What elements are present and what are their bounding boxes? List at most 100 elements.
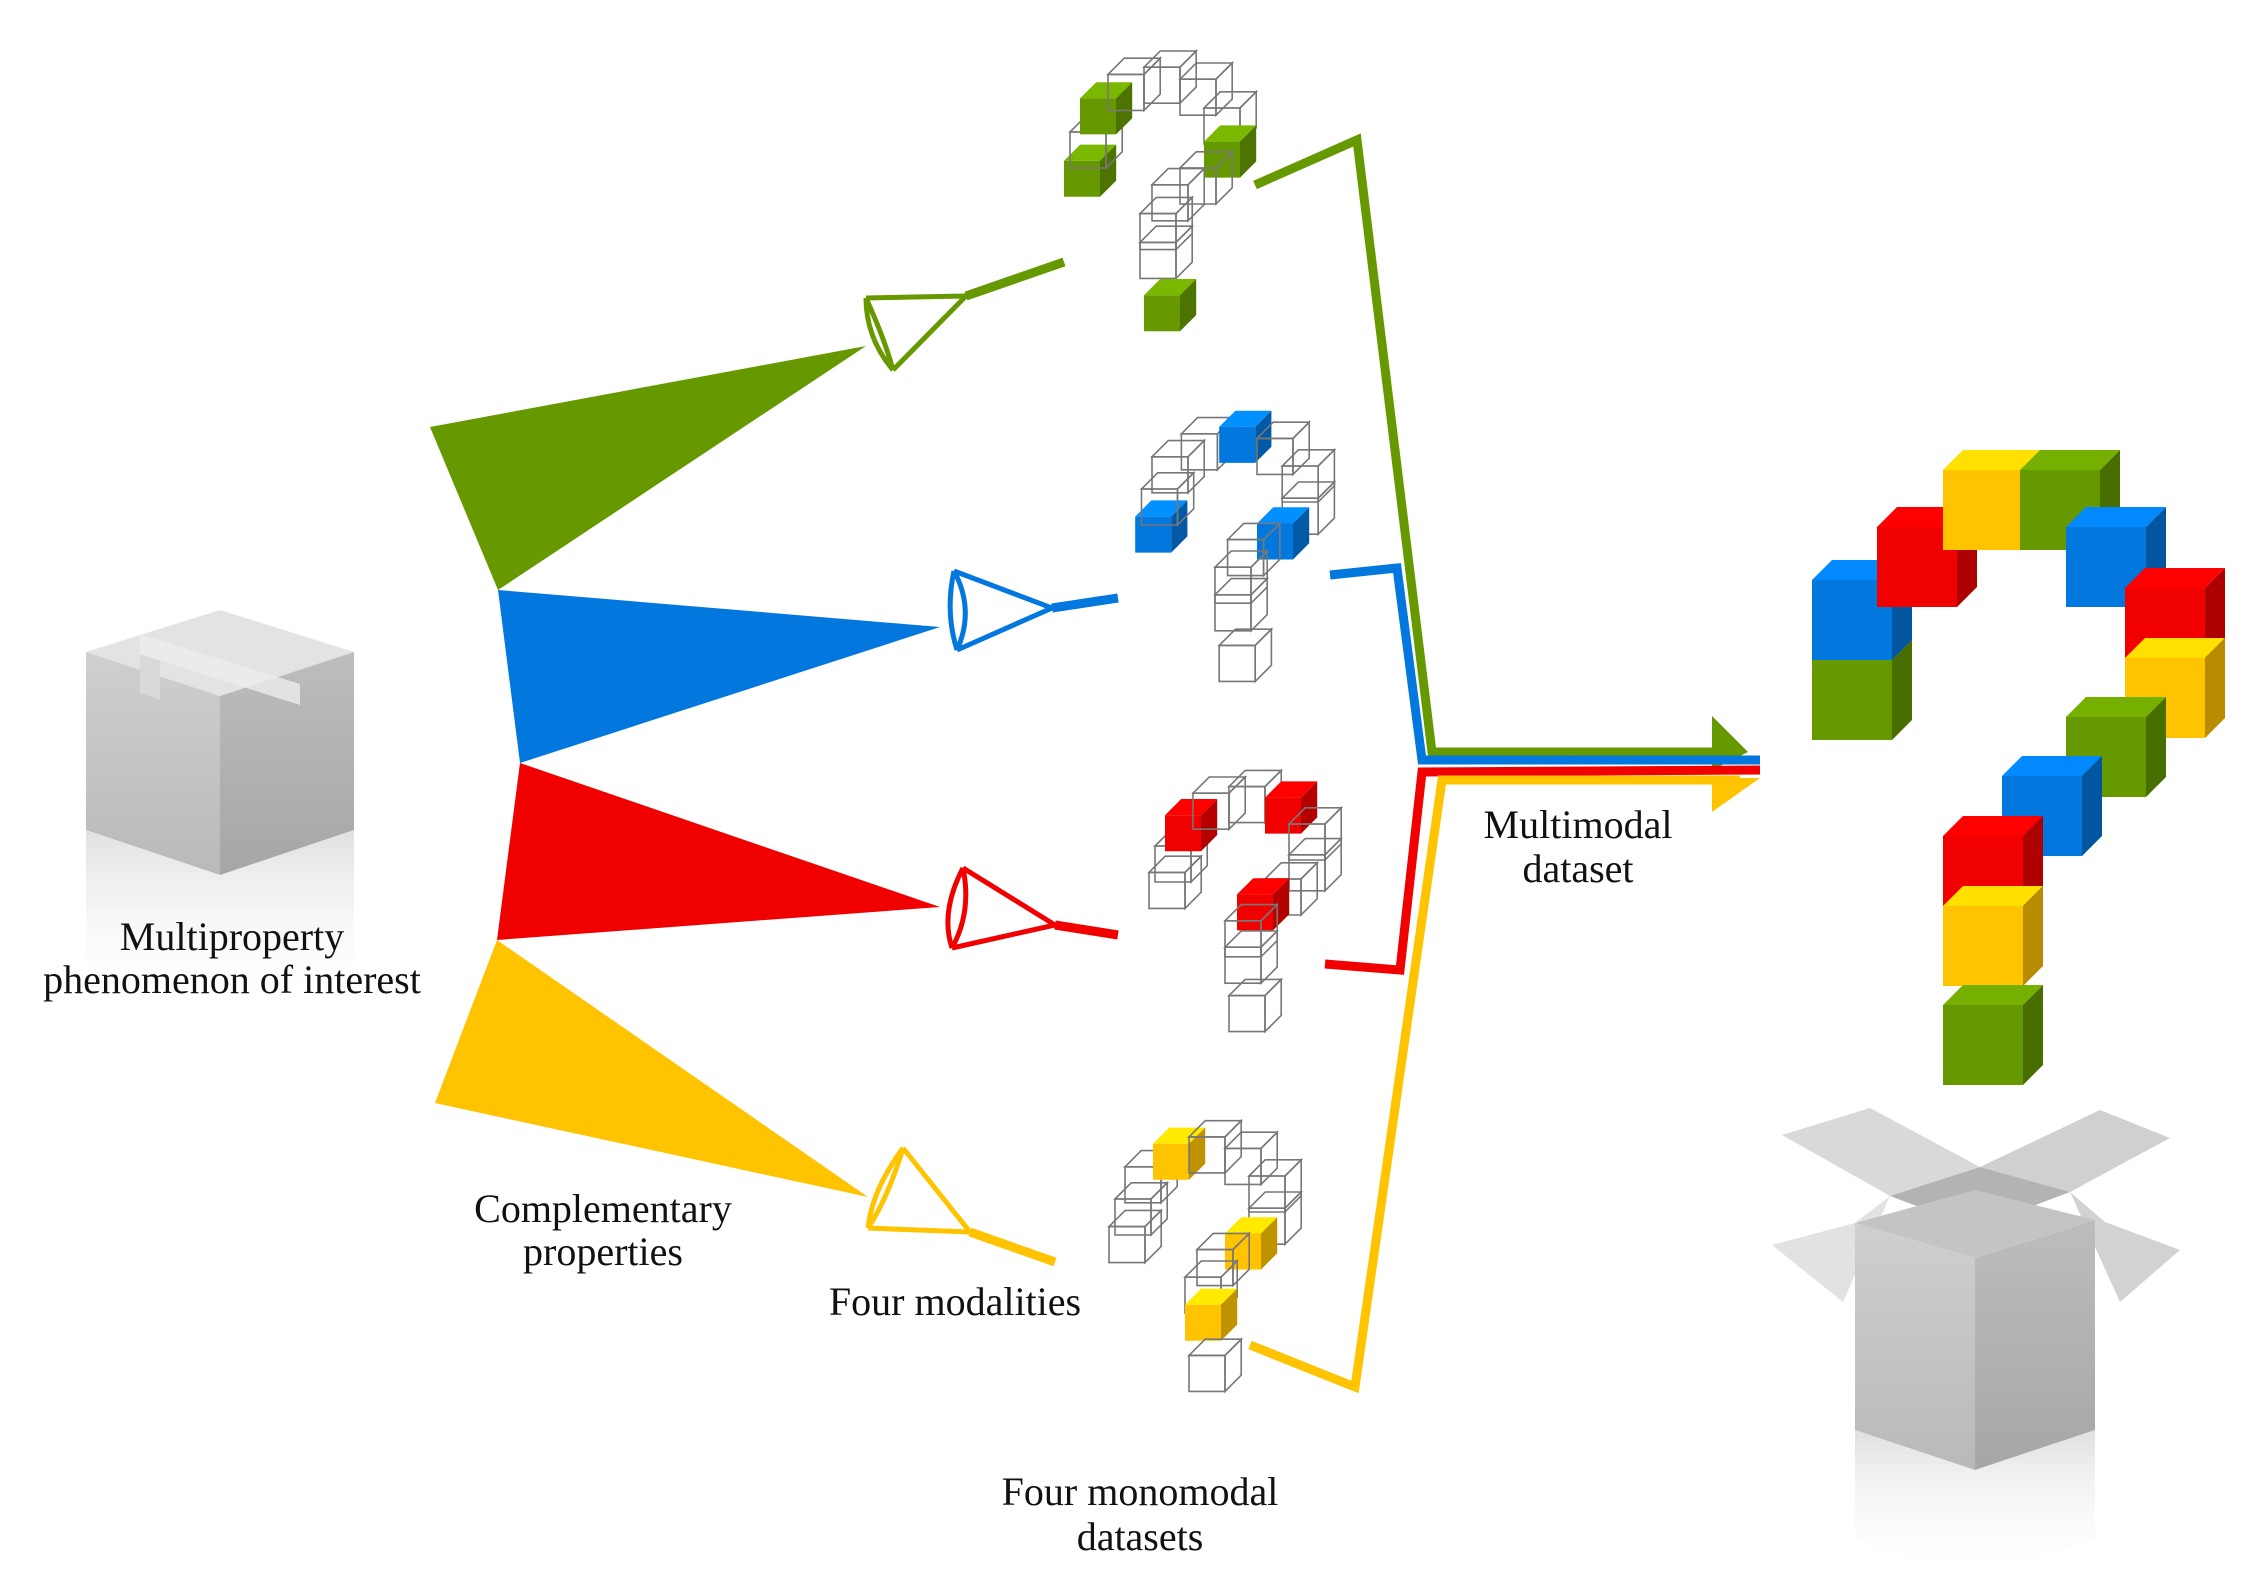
cube-top — [1237, 878, 1290, 895]
open-box-icon — [1772, 1108, 2180, 1580]
multimodal-question-mark-icon — [1812, 450, 2225, 1085]
cube-side — [1240, 125, 1257, 178]
cube-front — [1812, 580, 1892, 660]
cube-front — [1237, 894, 1273, 931]
cube-side — [1171, 500, 1188, 553]
cube-top — [1080, 82, 1133, 99]
cube-front — [1165, 815, 1201, 852]
green-merge-line — [1253, 133, 1740, 757]
question-mark-icon — [1147, 768, 1344, 1034]
cube-top — [1943, 816, 2043, 836]
cube-side — [1187, 438, 1205, 495]
cube-front — [1064, 160, 1100, 197]
cube-side — [1260, 1130, 1278, 1187]
cube-side — [1215, 149, 1233, 206]
red-merge-line — [1324, 765, 1761, 975]
cube-side — [1184, 854, 1202, 911]
question-mark-icon — [1135, 410, 1337, 684]
cube-side — [1300, 860, 1318, 917]
cube-side — [1250, 576, 1268, 633]
cube-side — [1255, 410, 1272, 463]
monomodal-label-line1: Four monomodal — [1002, 1469, 1279, 1514]
cube-side — [1262, 521, 1281, 578]
red-wedge — [497, 763, 940, 940]
cube-side — [1254, 627, 1273, 684]
cube-side — [1892, 640, 1912, 740]
cube-front — [1143, 66, 1181, 104]
question-mark-icon — [1064, 49, 1259, 332]
cube-front — [1218, 644, 1256, 683]
cube-top — [2066, 507, 2166, 527]
cube-side — [1180, 279, 1197, 332]
multimodal-label-line1: Multimodal — [1484, 802, 1673, 847]
phenomenon-label-line1: Multiproperty — [120, 914, 344, 959]
cube-side — [1144, 1208, 1162, 1265]
cube-top — [2066, 697, 2166, 717]
cube-front — [1180, 432, 1219, 471]
cube-top — [1144, 279, 1197, 296]
cube-top — [1153, 1127, 1206, 1144]
cube-side — [1284, 1190, 1302, 1247]
cube-side — [1201, 799, 1218, 852]
yellow-arrowhead — [1712, 778, 1760, 812]
cube-side — [2082, 756, 2102, 856]
cube-side — [1324, 836, 1342, 893]
cube-front — [1185, 1304, 1221, 1341]
cube-top — [2125, 568, 2225, 588]
cube-front — [1281, 465, 1319, 503]
cube-front — [1144, 295, 1180, 332]
cube-top — [1943, 985, 2043, 1005]
modalities-label: Four modalities — [829, 1279, 1081, 1324]
blue-merge-line — [1329, 563, 1760, 765]
cube-side — [1116, 82, 1133, 135]
cube-front — [1151, 184, 1189, 222]
cube-front — [1135, 516, 1172, 553]
cube-front — [1214, 593, 1252, 632]
cube-top — [1257, 507, 1310, 524]
cube-top — [1265, 781, 1318, 798]
cube-front — [1943, 470, 2023, 550]
cube-top — [1165, 799, 1218, 816]
eye-icon — [863, 257, 1066, 372]
monomodal-label-line2: datasets — [1077, 1514, 1204, 1559]
cube-top — [2020, 450, 2120, 470]
yellow-merge-line — [1248, 775, 1740, 1394]
cube-front — [1812, 660, 1892, 740]
cube-top — [1185, 1288, 1238, 1305]
cube-front — [1228, 785, 1266, 824]
cube-front — [1248, 1175, 1286, 1213]
cube-side — [1215, 61, 1233, 118]
cube-side — [1264, 977, 1282, 1034]
cube-front — [1219, 426, 1256, 463]
cube-top — [1204, 125, 1257, 142]
cube-side — [1224, 1337, 1242, 1394]
cube-top — [1135, 500, 1188, 517]
cube-side — [1293, 507, 1310, 560]
cube-front — [1153, 1143, 1189, 1180]
cube-top — [1219, 410, 1272, 427]
cube-top — [1225, 1217, 1278, 1234]
cube-side — [2146, 697, 2166, 797]
closed-box-icon — [86, 610, 354, 1010]
cube-front — [1943, 1005, 2023, 1085]
cube-side — [1175, 195, 1193, 252]
cube-front — [1224, 946, 1262, 985]
cube-top — [1943, 886, 2043, 906]
cube-side — [1317, 447, 1336, 504]
cube-side — [2205, 638, 2225, 738]
cube-top — [2125, 638, 2225, 658]
cube-side — [2023, 886, 2043, 986]
yellow-wedge — [435, 940, 868, 1197]
cube-front — [1228, 994, 1266, 1033]
cube-side — [1284, 1157, 1302, 1214]
phenomenon-label-line2: phenomenon of interest — [43, 957, 421, 1002]
eye-icon — [945, 865, 1119, 951]
cube-side — [1292, 420, 1310, 477]
cube-top — [1943, 450, 2043, 470]
cube-side — [1232, 1231, 1250, 1288]
cube-front — [1943, 906, 2023, 986]
cube-side — [1189, 1127, 1206, 1180]
cube-side — [1221, 1288, 1238, 1341]
eye-icon — [947, 568, 1119, 653]
